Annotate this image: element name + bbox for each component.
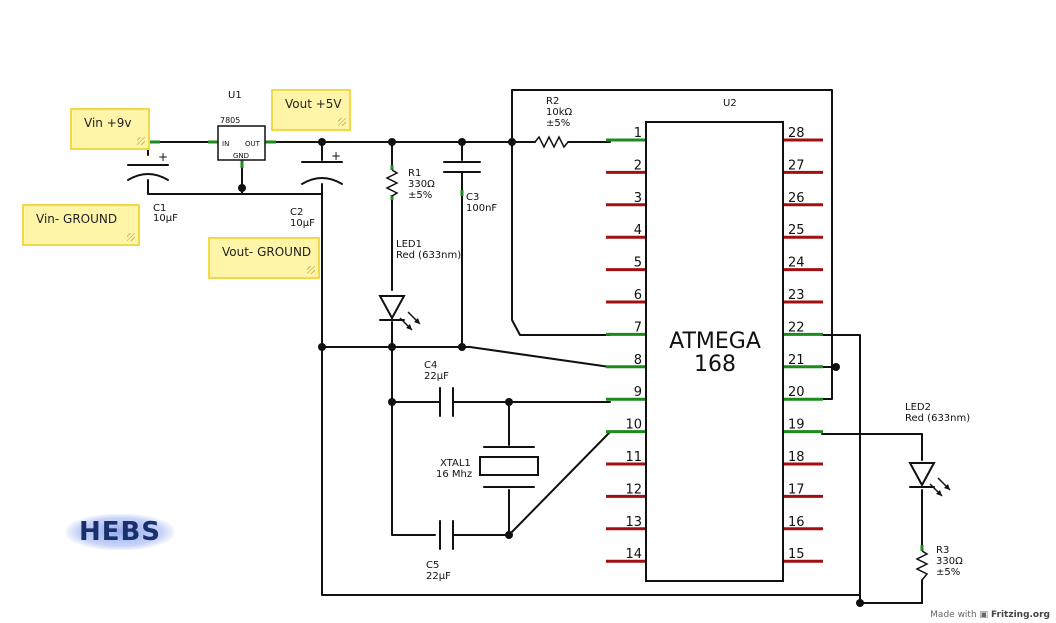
junctions [238, 138, 864, 607]
led2-value: Red (633nm) [905, 413, 970, 424]
u2-pin-label-10: 10 [625, 418, 642, 433]
r2-ref: R2 [546, 96, 559, 107]
c2-value: 10µF [290, 218, 315, 229]
c2-polarity: + [331, 149, 341, 163]
r3-ref: R3 [936, 545, 949, 556]
c5-value: 22µF [426, 571, 451, 582]
u2-pin-label-3: 3 [634, 191, 642, 206]
u2-pin-label-14: 14 [625, 547, 642, 562]
u2-pin-stubs [606, 138, 823, 563]
resistor-r2: R2 10kΩ ±5% [534, 96, 573, 149]
u2-pin-label-20: 20 [788, 385, 805, 400]
c1-polarity: + [158, 150, 168, 164]
c5-ref: C5 [426, 560, 439, 571]
u1-part: 7805 [220, 116, 240, 125]
c3-ref: C3 [466, 192, 479, 203]
credit-brand: Fritzing.org [990, 610, 1050, 620]
capacitor-c4: C4 22µF [424, 360, 454, 417]
c2-ref: C2 [290, 207, 303, 218]
led-led2: LED2 Red (633nm) [905, 402, 970, 497]
led1-value: Red (633nm) [396, 250, 461, 261]
u2-pin-label-9: 9 [634, 385, 642, 400]
u2-pin-label-18: 18 [788, 450, 805, 465]
capacitor-c5: C5 22µF [426, 520, 454, 582]
u2-pin-label-17: 17 [788, 482, 805, 497]
u2-pin-label-6: 6 [634, 288, 642, 303]
u2-pin-label-23: 23 [788, 288, 805, 303]
u1-out-label: OUT [245, 140, 261, 148]
fritzing-icon: ▣ [979, 610, 989, 620]
hebs-logo: HEBS [66, 514, 174, 550]
note-vout-gnd: Vout- GROUND [208, 237, 320, 279]
u2-name-line2: 168 [694, 352, 736, 377]
c1-ref: C1 [153, 203, 166, 214]
capacitor-c2: + C2 10µF [290, 149, 343, 229]
capacitor-c3: C3 100nF [443, 161, 497, 214]
note-vin-gnd: Vin- GROUND [22, 204, 140, 246]
u2-pin-label-12: 12 [625, 482, 642, 497]
xtal1-value: 16 Mhz [436, 469, 472, 480]
led-led1: LED1 Red (633nm) [378, 239, 461, 331]
u2-pin-label-5: 5 [634, 256, 642, 271]
resistor-r1: R1 330Ω ±5% [385, 168, 435, 201]
crystal-xtal1: XTAL1 16 Mhz [436, 446, 539, 488]
c4-ref: C4 [424, 360, 437, 371]
u2-pin-label-1: 1 [634, 126, 642, 141]
r2-value: 10kΩ [546, 107, 573, 118]
u2-pin-label-15: 15 [788, 547, 805, 562]
r3-value: 330Ω [936, 556, 963, 567]
u1-gnd-label: GND [233, 152, 249, 160]
led2-ref: LED2 [905, 402, 931, 413]
c1-value: 10µF [153, 213, 178, 224]
u1-in-label: IN [222, 140, 229, 148]
u2-name-line1: ATMEGA [669, 329, 761, 354]
u2-pin-label-28: 28 [788, 126, 805, 141]
regulator-u1: U1 7805 IN OUT GND [217, 90, 266, 161]
u2-pin-label-21: 21 [788, 353, 805, 368]
u2-pin-label-11: 11 [625, 450, 642, 465]
r1-ref: R1 [408, 168, 421, 179]
r2-tol: ±5% [546, 118, 570, 129]
led1-ref: LED1 [396, 239, 422, 250]
u1-ref: U1 [228, 90, 242, 101]
c4-value: 22µF [424, 371, 449, 382]
wires [147, 89, 923, 604]
u2-pin-label-26: 26 [788, 191, 805, 206]
resistor-r3: R3 330Ω ±5% [915, 545, 963, 581]
r3-tol: ±5% [936, 567, 960, 578]
u2-pin-label-24: 24 [788, 256, 805, 271]
u2-pin-label-8: 8 [634, 353, 642, 368]
u2-pin-label-16: 16 [788, 515, 805, 530]
r1-value: 330Ω [408, 179, 435, 190]
u2-right-pin-labels: 28 27 26 25 24 23 22 21 20 19 18 17 16 15 [788, 126, 805, 562]
u2-pin-label-13: 13 [625, 515, 642, 530]
u2-pin-label-19: 19 [788, 418, 805, 433]
u2-ref: U2 [723, 98, 737, 109]
u2-pin-label-4: 4 [634, 223, 642, 238]
credit-prefix: Made with [930, 610, 977, 620]
capacitor-c1: + C1 10µF [127, 150, 178, 224]
c3-value: 100nF [466, 203, 497, 214]
u2-pin-label-7: 7 [634, 320, 642, 335]
r1-tol: ±5% [408, 190, 432, 201]
u2-pin-label-22: 22 [788, 320, 805, 335]
made-with-fritzing-credit[interactable]: Made with ▣ Fritzing.org [930, 610, 1050, 620]
u2-pin-label-2: 2 [634, 158, 642, 173]
note-vout-pos: Vout +5V [271, 89, 351, 131]
xtal1-ref: XTAL1 [440, 458, 471, 469]
u2-pin-label-25: 25 [788, 223, 805, 238]
u2-pin-label-27: 27 [788, 158, 805, 173]
note-vin-pos: Vin +9v [70, 108, 150, 150]
